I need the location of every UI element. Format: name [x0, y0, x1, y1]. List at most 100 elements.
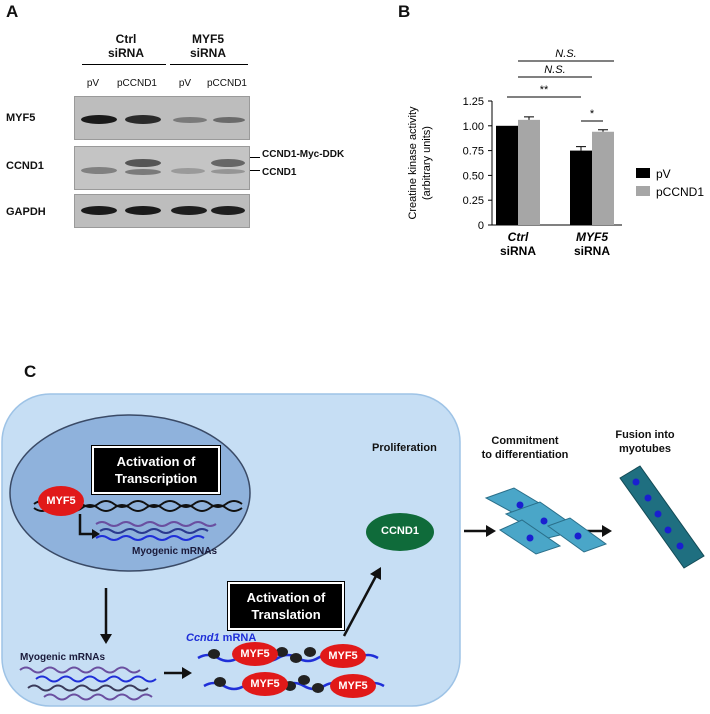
- category-label: siRNA: [574, 244, 610, 258]
- band-pointer: [250, 170, 260, 171]
- arrowhead: [370, 567, 381, 580]
- arrowhead: [182, 667, 192, 679]
- band-pointer: [250, 157, 260, 158]
- ccnd1-mrna-label: Ccnd1 mRNA: [186, 632, 256, 644]
- y-axis-label: Creatine kinase activity: [407, 106, 419, 220]
- commitment-label: Commitment to differentiation: [470, 434, 580, 462]
- label-line: Fusion into: [615, 429, 675, 441]
- myf5-protein-polysome: MYF5: [232, 642, 278, 666]
- lane-label: pCCND1: [116, 78, 157, 89]
- band-label-ccnd1: CCND1: [262, 167, 297, 178]
- y-tick-label: 0.25: [463, 195, 484, 207]
- mrna-strand: [27, 684, 149, 692]
- bar-pv: [570, 150, 592, 225]
- group-divider: [82, 64, 166, 65]
- differentiating-cells: [484, 487, 608, 555]
- y-tick-label: 0: [478, 220, 484, 232]
- y-tick-label: 1.00: [463, 121, 484, 133]
- mrna-strand: [95, 535, 205, 541]
- band: [81, 206, 117, 215]
- group-label-line2: siRNA: [189, 46, 226, 60]
- y-tick-label: 0.50: [463, 170, 484, 182]
- group-myf5-sirna: MYF5 siRNA: [178, 32, 238, 60]
- blot-gapdh: [74, 194, 250, 228]
- mrna-strand: [19, 666, 141, 674]
- group-ctrl-sirna: Ctrl siRNA: [96, 32, 156, 60]
- band: [125, 115, 161, 124]
- myf5-protein-polysome: MYF5: [242, 672, 288, 696]
- mrna-strand: [43, 693, 153, 701]
- significance-label: **: [540, 84, 549, 96]
- mrna-suffix: mRNA: [219, 632, 257, 644]
- band: [211, 206, 245, 215]
- myogenic-mrnas-nuclear-label: Myogenic mRNAs: [132, 546, 218, 557]
- ccnd1-protein: [366, 513, 434, 551]
- box-line: Translation: [251, 607, 321, 622]
- legend-label: pV: [656, 167, 671, 181]
- bar-pccnd1: [518, 119, 540, 225]
- ccnd1-protein-label: CCND1: [381, 525, 419, 537]
- group-divider: [170, 64, 248, 65]
- gene-name: Ccnd1: [186, 632, 220, 644]
- band: [81, 115, 117, 124]
- myf5-protein-polysome: MYF5: [320, 644, 366, 668]
- panel-c-letter: C: [24, 362, 37, 381]
- band: [173, 117, 207, 123]
- category-label: MYF5: [576, 230, 608, 244]
- mrna-strand: [35, 675, 157, 683]
- band: [171, 168, 205, 174]
- panel-b-letter: B: [398, 2, 411, 21]
- bar-pv: [496, 125, 518, 225]
- myf5-protein-nucleus: MYF5: [38, 486, 84, 516]
- label-line: myotubes: [619, 443, 671, 455]
- legend-swatch: [636, 186, 650, 196]
- category-label: siRNA: [500, 244, 536, 258]
- blot-ccnd1: [74, 146, 250, 190]
- y-tick-label: 0.75: [463, 146, 484, 158]
- arrowhead: [92, 529, 100, 539]
- box-line: Transcription: [114, 471, 198, 486]
- band: [125, 169, 161, 175]
- band-label-ccnd1-myc-ddk: CCND1-Myc-DDK: [262, 149, 345, 160]
- label-line: Commitment: [491, 435, 559, 447]
- myf5-protein-polysome: MYF5: [330, 674, 376, 698]
- band: [211, 169, 245, 174]
- y-tick-label: 1.25: [463, 96, 484, 108]
- significance-label: N.S.: [555, 48, 576, 60]
- band: [125, 159, 161, 167]
- y-axis-label: (arbitrary units): [421, 126, 433, 200]
- myotube: [619, 465, 705, 569]
- arrowhead: [486, 525, 496, 537]
- blot-myf5: [74, 96, 250, 140]
- myogenic-mrnas-cytoplasm-label: Myogenic mRNAs: [20, 652, 106, 663]
- synthesis-arrow: [342, 575, 378, 637]
- arrowhead: [602, 525, 612, 537]
- band: [213, 117, 245, 123]
- lane-label: pV: [178, 78, 192, 89]
- ribosomes: [208, 647, 324, 693]
- row-label-gapdh: GAPDH: [6, 206, 46, 218]
- band: [81, 167, 117, 174]
- category-label: Ctrl: [508, 230, 529, 244]
- fusion-label: Fusion into myotubes: [600, 428, 690, 456]
- row-label-myf5: MYF5: [6, 112, 36, 124]
- label-line: to differentiation: [481, 449, 569, 461]
- lane-label: pV: [86, 78, 100, 89]
- bar-pccnd1: [592, 131, 614, 225]
- arrowhead: [100, 634, 112, 644]
- significance-label: N.S.: [544, 64, 565, 76]
- band: [171, 206, 207, 215]
- band: [211, 159, 245, 167]
- legend-swatch: [636, 168, 650, 178]
- group-label-line1: MYF5: [191, 32, 224, 46]
- mrna-strand: [99, 528, 209, 534]
- row-label-ccnd1: CCND1: [6, 160, 44, 172]
- lane-label: pCCND1: [206, 78, 247, 89]
- activation-of-translation-box: Activation of Translation: [227, 581, 345, 631]
- panel-a-letter: A: [6, 2, 19, 21]
- proliferation-label: Proliferation: [372, 442, 437, 454]
- box-line: Activation of: [116, 454, 196, 469]
- activation-of-transcription-box: Activation of Transcription: [91, 445, 221, 495]
- group-label-line2: siRNA: [107, 46, 144, 60]
